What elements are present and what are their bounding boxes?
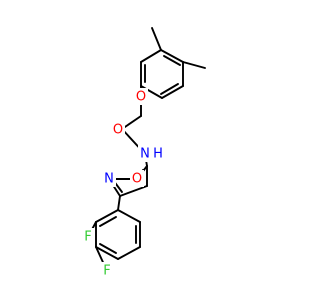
ring-nitrogen-label: N [104,172,114,187]
bond-fluoroaryl-ring [95,209,119,223]
bond-methyl-right [182,61,206,69]
bond-aryl-ring [140,49,162,63]
bond-fluoroaryl-ring-inner [99,243,117,254]
fluorine-1-label: F [84,230,91,245]
bond-layer [87,27,206,272]
bond-isoxazole-aryl [117,195,121,211]
bond-methylene-carbonyl [121,115,142,130]
bond-fluoroaryl-ring [117,246,141,260]
ether-oxygen-label: O [136,90,146,105]
carbonyl-oxygen-label: O [113,123,123,138]
amide-hydrogen-label: H [153,147,163,162]
bond-fluoroaryl-ring-inner [99,216,117,227]
bond-aryl-ring-inner [163,55,181,66]
bond-aryl-ring [161,85,184,99]
bond-fluoroaryl-ring [117,209,141,223]
bond-methyl-top [151,27,162,51]
structure-diagram: O N H O O N F F [81,27,206,279]
bond-aryl-ring-inner [160,83,179,95]
bond-isoxazole-ring [119,185,148,197]
atom-label-group: O N H O O N F F [81,88,163,279]
bond-aryl-ring [160,49,184,63]
ring-oxygen-label: O [132,172,142,187]
amide-nitrogen-label: N [140,147,150,162]
bond-fluoroaryl-ring [95,246,119,260]
fluorine-2-label: F [103,264,110,279]
